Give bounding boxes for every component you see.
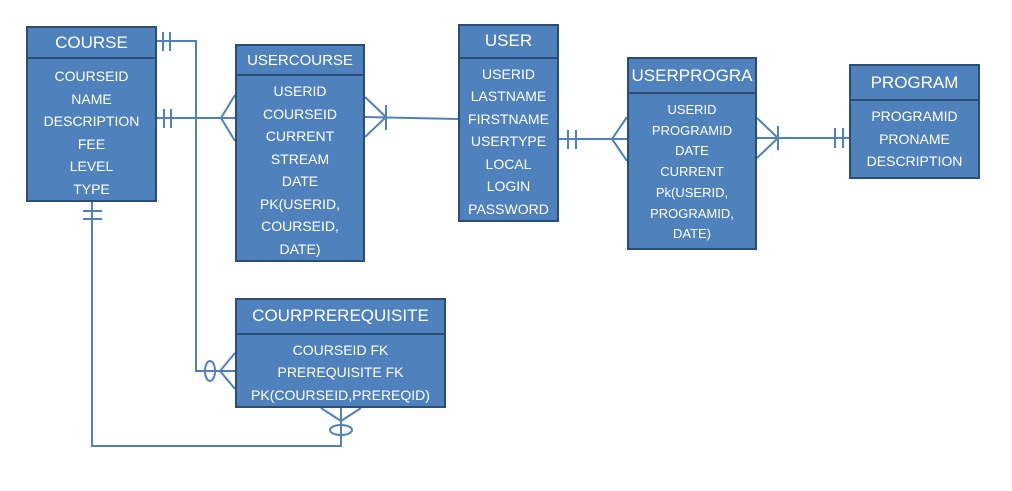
entity-title: USER xyxy=(460,26,557,59)
attribute: NAME xyxy=(71,90,112,107)
attribute: COURSEID FK xyxy=(292,341,389,358)
attribute: PROGRAMID, xyxy=(650,205,734,221)
attribute: Pk(USERID, xyxy=(655,184,729,200)
rel-course-courprerequisite-bottom xyxy=(83,202,362,447)
attribute: DATE xyxy=(675,143,709,159)
rel-program-userprogra xyxy=(756,117,849,159)
attribute: DATE) xyxy=(279,240,321,257)
entity-title: COURPREREQUISITE xyxy=(237,300,444,335)
attribute: USERID xyxy=(482,65,535,82)
attribute-list: COURSEID FK PREREQUISITE FK PK(COURSEID,… xyxy=(237,335,444,407)
entity-title: PROGRAM xyxy=(851,66,978,101)
attribute: STREAM xyxy=(270,150,330,167)
attribute: DESCRIPTION xyxy=(866,153,963,169)
attribute: COURSEID xyxy=(54,68,129,84)
attribute: FEE xyxy=(77,135,106,152)
attribute: COURSEID, xyxy=(261,218,339,234)
attribute: COURSEID xyxy=(263,105,337,122)
entity-title: USERPROGRA xyxy=(629,59,755,94)
entity-usercourse: USERCOURSE USERID COURSEID CURRENT STREA… xyxy=(235,44,365,262)
attribute-list: COURSEID NAME DESCRIPTION FEE LEVEL TYPE xyxy=(28,59,155,200)
attribute: CURRENT xyxy=(265,128,335,144)
attribute: USERID xyxy=(273,83,327,99)
rel-course-courprerequisite-top xyxy=(157,32,236,390)
entity-course: COURSE COURSEID NAME DESCRIPTION FEE LEV… xyxy=(26,26,157,202)
rel-user-usercourse xyxy=(364,96,459,138)
attribute: FIRSTNAME xyxy=(468,110,549,127)
attribute: TYPE xyxy=(73,180,110,197)
attribute: PRONAME xyxy=(879,130,950,147)
attribute: USERTYPE xyxy=(470,133,547,149)
attribute-list: USERID COURSEID CURRENT STREAM DATE PK(U… xyxy=(237,76,363,260)
entity-courprerequisite: COURPREREQUISITE COURSEID FK PREREQUISIT… xyxy=(235,298,446,408)
attribute: LEVEL xyxy=(69,158,114,174)
attribute: DATE xyxy=(281,173,319,189)
attribute-list: USERID LASTNAME FIRSTNAME USERTYPE LOCAL… xyxy=(460,59,557,221)
attribute: USERID xyxy=(667,102,717,117)
attribute-list: PROGRAMID PRONAME DESCRIPTION xyxy=(851,101,978,177)
attribute: PK(COURSEID,PREREQID) xyxy=(251,386,430,403)
entity-title: USERCOURSE xyxy=(237,46,363,76)
entity-user: USER USERID LASTNAME FIRSTNAME USERTYPE … xyxy=(458,24,559,222)
attribute: LOCAL xyxy=(485,155,532,172)
attribute: PASSWORD xyxy=(468,200,549,217)
rel-user-userprogra xyxy=(559,116,628,162)
attribute: DESCRIPTION xyxy=(43,113,140,129)
attribute: PK(USERID, xyxy=(259,195,341,212)
attribute-list: USERID PROGRAMID DATE CURRENT Pk(USERID,… xyxy=(629,94,755,248)
attribute: PREREQUISITE FK xyxy=(277,364,404,380)
entity-userprogra: USERPROGRA USERID PROGRAMID DATE CURRENT… xyxy=(627,57,757,250)
attribute: PROGRAMID xyxy=(651,122,733,138)
entity-title: COURSE xyxy=(28,28,155,59)
attribute: PROGRAMID xyxy=(871,108,958,124)
attribute: CURRENT xyxy=(660,164,724,180)
attribute: LASTNAME xyxy=(470,88,547,104)
attribute: DATE) xyxy=(672,226,712,242)
attribute: LOGIN xyxy=(486,178,531,194)
entity-program: PROGRAM PROGRAMID PRONAME DESCRIPTION xyxy=(849,64,980,179)
